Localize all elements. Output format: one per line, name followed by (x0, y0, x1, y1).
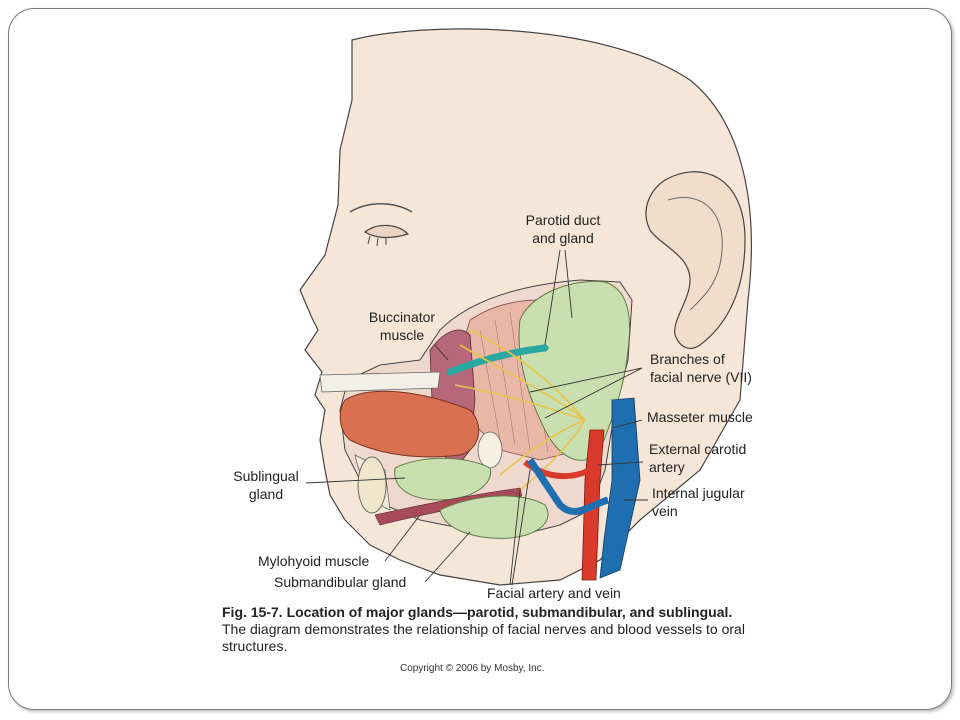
label-parotid-duct-1: Parotid duct (526, 212, 601, 228)
label-buccinator-2: muscle (380, 327, 425, 343)
eye (363, 224, 410, 239)
label-masseter: Masseter muscle (647, 409, 753, 425)
label-facial-artery: Facial artery and vein (487, 585, 621, 601)
ear (645, 171, 746, 349)
label-ext-carotid-2: artery (649, 459, 685, 475)
label-mylohyoid: Mylohyoid muscle (258, 553, 369, 569)
label-submandibular: Submandibular gland (274, 574, 406, 590)
mandible-cross-section (357, 456, 387, 514)
leader-lines (305, 249, 648, 586)
copyright-notice: Copyright © 2006 by Mosby, Inc. (400, 663, 545, 674)
label-sublingual-1: Sublingual (233, 468, 298, 484)
label-ext-carotid-1: External carotid (649, 441, 746, 457)
molar-tooth (477, 431, 503, 469)
ear-inner (667, 196, 723, 311)
sublingual-gland (394, 457, 492, 501)
label-int-jugular-2: vein (652, 503, 678, 519)
caption-text: The diagram demonstrates the relationshi… (222, 621, 745, 654)
parotid-duct (446, 344, 549, 376)
label-int-jugular-1: Internal jugular (652, 485, 745, 501)
label-parotid-duct-2: and gland (532, 230, 594, 246)
facial-vein (527, 458, 610, 515)
internal-jugular-vein (599, 397, 641, 579)
facial-nerve-branches (454, 329, 586, 491)
eyelashes (367, 235, 387, 247)
tongue (339, 390, 480, 458)
caption-title: Fig. 15-7. Location of major glands—paro… (222, 604, 733, 620)
label-facial-nerve-1: Branches of (650, 351, 725, 367)
label-buccinator-1: Buccinator (369, 309, 435, 325)
label-facial-nerve-2: facial nerve (VII) (650, 369, 752, 385)
label-sublingual-2: gland (249, 486, 283, 502)
figure-caption: Fig. 15-7. Location of major glands—paro… (222, 604, 802, 655)
upper-teeth (319, 371, 441, 393)
eyebrow (349, 203, 413, 213)
